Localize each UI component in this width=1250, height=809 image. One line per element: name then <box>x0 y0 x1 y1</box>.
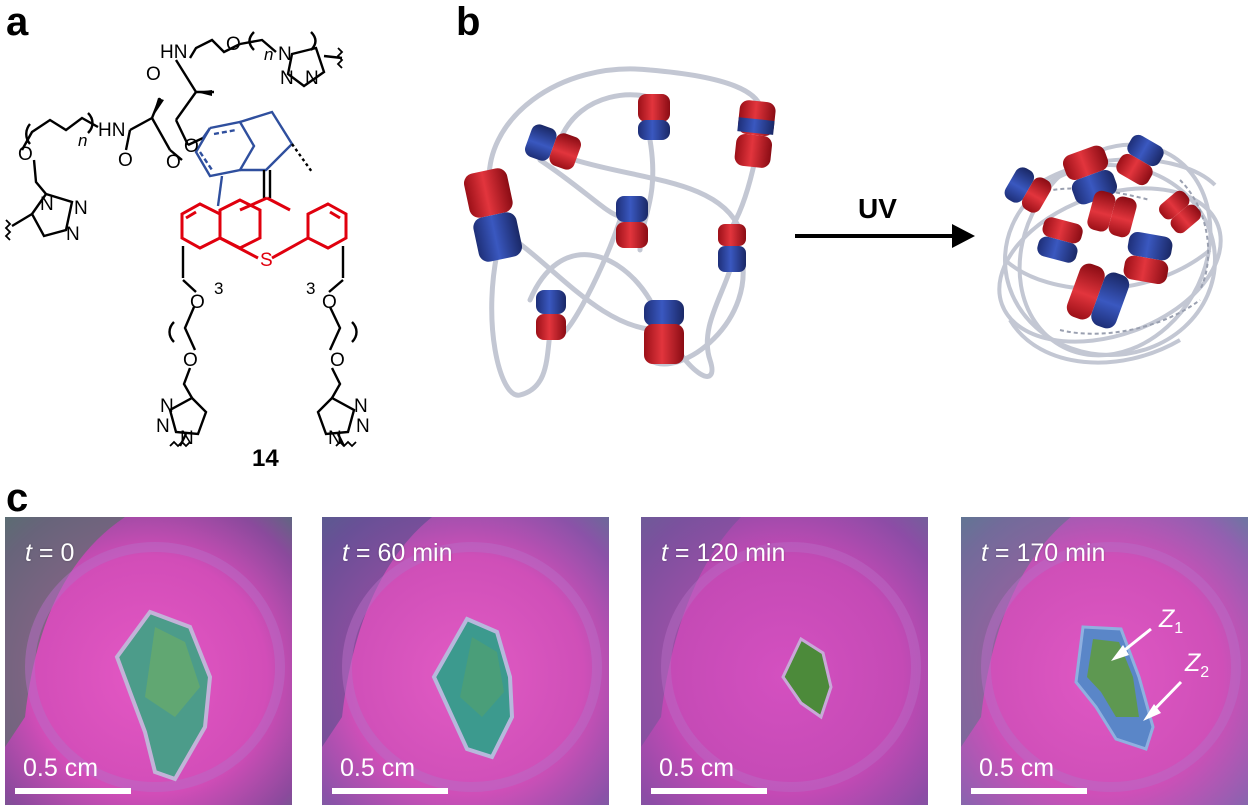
atom-o-ether-top: O <box>184 136 199 157</box>
gel-sample <box>781 636 833 720</box>
time-value: = 120 min <box>667 539 786 567</box>
repeat-3-left: 3 <box>214 279 223 298</box>
atom-n-br-triazole: N <box>354 396 368 417</box>
atom-o-left-chain: O <box>18 144 33 165</box>
atom-o-lower-left-2: O <box>183 350 198 371</box>
atom-n-top-triazole-2: N <box>280 68 294 89</box>
photo-t0: t = 0 0.5 cm <box>5 517 292 805</box>
atom-o-ether-left: O <box>166 152 181 173</box>
molecular-structure: HN O n N N N O O HN n O O O N N N 3 3 O … <box>4 31 370 472</box>
time-symbol: t <box>661 539 668 567</box>
scale-label: 0.5 cm <box>23 754 99 782</box>
stereo-wedge-left <box>152 98 164 118</box>
zone-index: 2 <box>1200 664 1210 681</box>
atom-n-left-triazole-3: N <box>66 224 80 245</box>
atom-n-top-triazole: N <box>278 44 292 65</box>
time-value: = 0 <box>31 539 75 567</box>
scale-bar <box>15 788 131 794</box>
repeat-n-top: n <box>264 45 273 64</box>
scale-bar <box>651 788 767 794</box>
atom-n-bl-triazole: N <box>160 396 174 417</box>
atom-n-left-triazole-2: N <box>74 198 88 219</box>
scale-label: 0.5 cm <box>659 754 735 782</box>
motors-expanded <box>463 94 776 364</box>
atom-o-lower-left: O <box>190 292 205 313</box>
motors-contracted <box>1004 134 1201 329</box>
thioxanthene-rotor <box>180 196 348 260</box>
zone-arrowhead-1 <box>1111 645 1129 661</box>
zone-symbol: Z <box>1159 605 1175 633</box>
atom-n-top-triazole-3: N <box>305 68 319 89</box>
network-contraction-scheme: UV <box>463 66 1223 398</box>
atom-n-bl-triazole-2: N <box>156 416 170 437</box>
scale-bar <box>332 788 448 794</box>
atom-n-br-triazole-2: N <box>356 416 370 437</box>
uv-label: UV <box>858 193 897 224</box>
atom-hn-top: HN <box>160 42 187 63</box>
time-symbol: t <box>25 539 32 567</box>
atom-s-sulfur: S <box>260 250 273 271</box>
atom-hn-left: HN <box>98 120 125 141</box>
panel-label-c: c <box>6 476 29 520</box>
panel-label-a: a <box>6 0 29 44</box>
zone-label-z2: Z2 <box>1185 649 1209 682</box>
polymer-attachment-marks <box>4 47 357 448</box>
zone-label-z1: Z1 <box>1159 605 1183 638</box>
photo-t170: t = 170 min Z1 Z2 0.5 cm <box>961 517 1248 805</box>
time-value: = 170 min <box>987 539 1106 567</box>
atom-n-left-triazole: N <box>40 194 54 215</box>
zone-symbol: Z <box>1185 649 1201 677</box>
stereo-wedge-top <box>196 90 212 96</box>
atom-o-lower-right-2: O <box>330 350 345 371</box>
photo-t120: t = 120 min 0.5 cm <box>641 517 928 805</box>
uv-arrow-head <box>952 224 975 248</box>
scale-bar <box>971 788 1087 794</box>
zone-index: 1 <box>1174 620 1184 637</box>
repeat-3-right: 3 <box>306 279 315 298</box>
atom-o-lower-right: O <box>322 292 337 313</box>
atom-o-top-chain: O <box>226 34 241 55</box>
time-value: = 60 min <box>348 539 453 567</box>
atom-o-carbonyl-left: O <box>118 150 133 171</box>
zone-arrowhead-2 <box>1143 704 1161 721</box>
time-symbol: t <box>981 539 988 567</box>
repeat-n-left: n <box>78 131 87 150</box>
panel-label-b: b <box>456 0 481 44</box>
photo-t60: t = 60 min 0.5 cm <box>322 517 609 805</box>
atom-n-br-triazole-3: N <box>328 428 342 449</box>
atom-n-bl-triazole-3: N <box>180 428 194 449</box>
scale-label: 0.5 cm <box>979 754 1055 782</box>
compound-number: 14 <box>252 445 279 472</box>
time-symbol: t <box>342 539 349 567</box>
atom-o-carbonyl-top: O <box>146 64 161 85</box>
scale-label: 0.5 cm <box>340 754 416 782</box>
